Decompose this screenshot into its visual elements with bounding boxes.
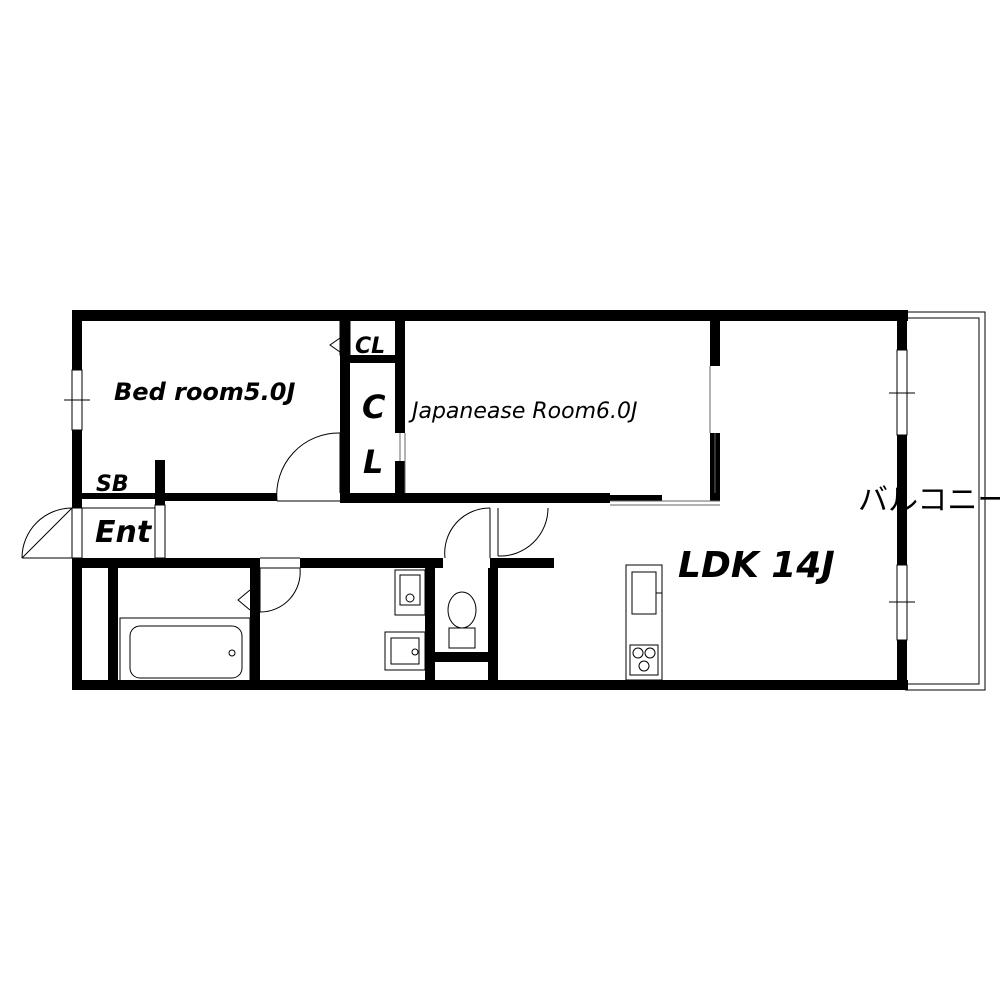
bedroom-label: Bed room5.0J bbox=[114, 378, 295, 406]
washing-machine bbox=[384, 631, 426, 671]
balcony-label: バルコニー bbox=[858, 483, 1000, 518]
walls bbox=[72, 310, 908, 690]
closet-l-label: L bbox=[363, 443, 383, 481]
closet-c-label: C bbox=[362, 388, 386, 426]
shoe-box-label: SB bbox=[96, 472, 129, 497]
closet-small-label: CL bbox=[355, 334, 385, 359]
entrance-area bbox=[82, 504, 166, 559]
bathtub bbox=[119, 617, 251, 687]
toilet bbox=[447, 591, 477, 649]
ldk-label: LDK 14J bbox=[678, 545, 835, 586]
kitchen bbox=[625, 564, 663, 681]
windows bbox=[64, 349, 915, 641]
doors bbox=[21, 320, 720, 613]
wash-basin bbox=[394, 569, 426, 616]
entrance-label: Ent bbox=[95, 515, 153, 550]
japanese-room-label: Japanease Room6.0J bbox=[408, 399, 637, 424]
balcony-outline bbox=[905, 311, 986, 691]
